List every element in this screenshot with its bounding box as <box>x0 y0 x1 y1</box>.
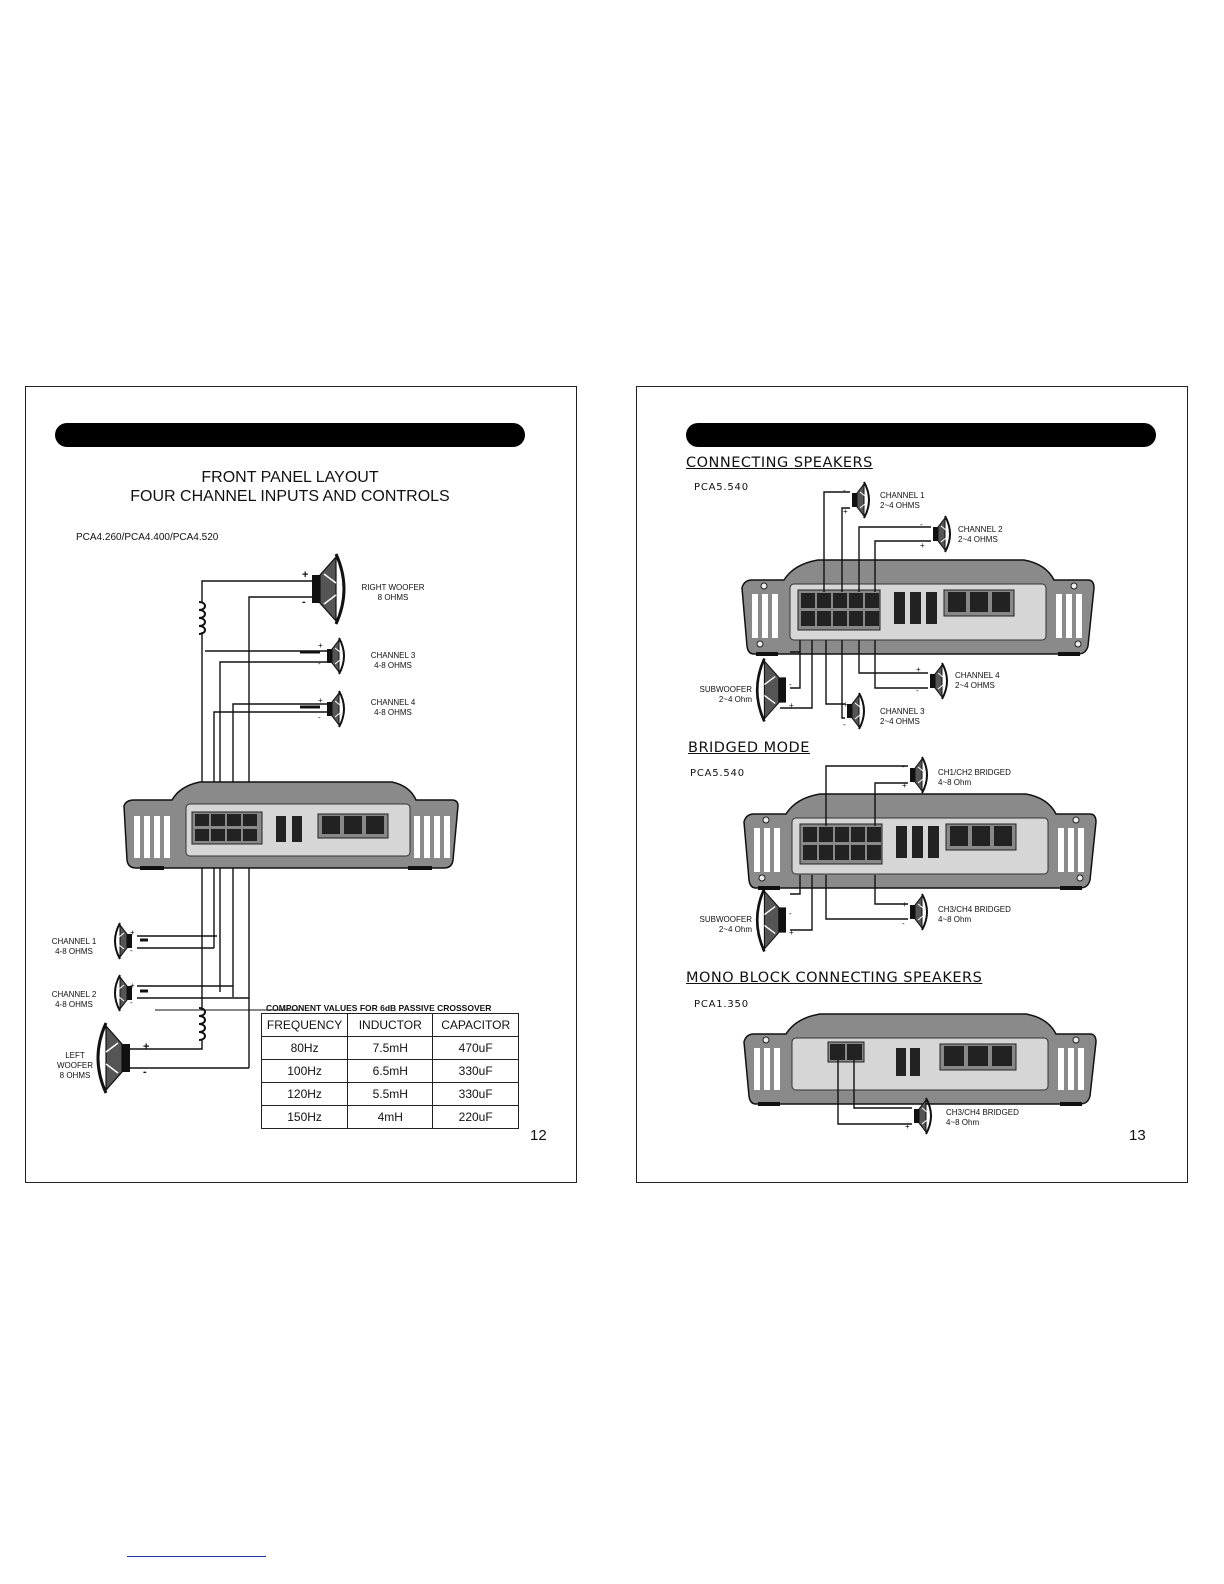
s2-ch34-plus: + <box>902 900 907 909</box>
section3-heading: MONO BLOCK CONNECTING SPEAKERS <box>686 970 983 986</box>
table-row: 80Hz 7.5mH 470uF <box>260 1036 519 1060</box>
crossover-table-caption: COMPONENT VALUES FOR 6dB PASSIVE CROSSOV… <box>266 1003 492 1013</box>
s1-ch4-label: CHANNEL 4 2~4 OHMS <box>955 671 1000 690</box>
ch3-plus: + <box>318 641 323 650</box>
s2-ch12-label: CH1/CH2 BRIDGED 4~8 Ohm <box>938 768 1011 787</box>
ch34-bridged-speaker-icon <box>909 893 928 931</box>
rw-plus: + <box>302 569 309 581</box>
s1-ch3-minus: - <box>843 720 846 729</box>
s1-sub-label: SUBWOOFER 2~4 Ohm <box>699 685 752 704</box>
left-page-number: 12 <box>530 1127 547 1144</box>
ch3-speaker-icon <box>846 692 865 730</box>
s3-minus: - <box>905 1103 908 1112</box>
table-row: 120Hz 5.5mH 330uF <box>260 1082 519 1106</box>
section2-model: PCA5.540 <box>690 768 745 779</box>
channel4-label: CHANNEL 4 4-8 OHMS <box>370 698 416 717</box>
amplifier-bridged-icon <box>743 793 1097 891</box>
lw-minus: - <box>143 1066 147 1078</box>
s1-ch1-plus: + <box>843 507 848 516</box>
left-woofer-label: LEFT WOOFER 8 OHMS <box>57 1051 93 1080</box>
footer-link-line <box>127 1556 266 1557</box>
table-header-row: FREQUENCY INDUCTOR CAPACITOR <box>260 1013 519 1037</box>
rw-minus: - <box>302 596 306 608</box>
table-row: 150Hz 4mH 220uF <box>260 1105 519 1129</box>
s2-ch12-minus: - <box>902 762 905 771</box>
s2-sub-plus: + <box>789 928 794 937</box>
ch3-minus: - <box>318 659 321 668</box>
s1-ch1-label: CHANNEL 1 2~4 OHMS <box>880 491 925 510</box>
amplifier-5ch-icon <box>741 559 1095 657</box>
ch1-minus: - <box>130 946 133 955</box>
crossover-table: FREQUENCY INDUCTOR CAPACITOR 80Hz 7.5mH … <box>260 1013 519 1129</box>
ch2-speaker-icon <box>932 515 951 553</box>
s1-ch4-plus: + <box>916 665 921 674</box>
s1-ch2-minus: - <box>920 520 923 529</box>
left-header-bar <box>55 423 525 447</box>
section2-heading: BRIDGED MODE <box>688 740 810 756</box>
s1-sub-plus: + <box>789 701 794 710</box>
s2-ch34-label: CH3/CH4 BRIDGED 4~8 Ohm <box>938 905 1011 924</box>
ch4-plus: + <box>318 696 323 705</box>
ch1-speaker-icon <box>851 481 870 519</box>
ch2-plus: + <box>130 981 135 990</box>
s1-sub-minus: - <box>789 680 792 689</box>
s1-ch4-minus: - <box>916 686 919 695</box>
s2-ch34-minus: - <box>902 919 905 928</box>
ch4-speaker-icon <box>929 662 948 700</box>
s1-ch2-plus: + <box>920 541 925 550</box>
channel1-label: CHANNEL 1 4-8 OHMS <box>51 937 97 956</box>
section1-heading: CONNECTING SPEAKERS <box>686 455 873 471</box>
right-page-number: 13 <box>1129 1127 1146 1144</box>
subwoofer-speaker-icon <box>755 657 788 723</box>
header-inductor: INDUCTOR <box>347 1013 434 1037</box>
section1-model: PCA5.540 <box>694 482 749 493</box>
right-woofer-label: RIGHT WOOFER 8 OHMS <box>361 583 425 602</box>
s2-sub-minus: - <box>789 909 792 918</box>
s3-ch34-label: CH3/CH4 BRIDGED 4~8 Ohm <box>946 1108 1019 1127</box>
left-models-label: PCA4.260/PCA4.400/PCA4.520 <box>76 532 219 543</box>
left-page-title: FRONT PANEL LAYOUT FOUR CHANNEL INPUTS A… <box>55 468 525 506</box>
ch12-bridged-speaker-icon <box>909 756 928 794</box>
s1-ch1-minus: - <box>843 486 846 495</box>
amplifier-4ch-icon <box>123 781 459 870</box>
s2-ch12-plus: + <box>902 781 907 790</box>
s1-ch3-label: CHANNEL 3 2~4 OHMS <box>880 707 925 726</box>
amplifier-mono-icon <box>743 1013 1097 1107</box>
header-frequency: FREQUENCY <box>260 1013 349 1037</box>
header-capacitor: CAPACITOR <box>432 1013 519 1037</box>
title-line2: FOUR CHANNEL INPUTS AND CONTROLS <box>130 488 450 505</box>
s3-plus: + <box>905 1122 910 1131</box>
ch2-minus: - <box>130 998 133 1007</box>
ch4-minus: - <box>318 713 321 722</box>
channel2-label: CHANNEL 2 4-8 OHMS <box>51 990 97 1009</box>
s2-sub-label: SUBWOOFER 2~4 Ohm <box>699 915 752 934</box>
channel3-label: CHANNEL 3 4-8 OHMS <box>370 651 416 670</box>
right-header-bar <box>686 423 1156 447</box>
section3-model: PCA1.350 <box>694 999 749 1010</box>
subwoofer-bridged-icon <box>755 887 788 953</box>
s1-ch2-label: CHANNEL 2 2~4 OHMS <box>958 525 1003 544</box>
ch1-plus: + <box>130 928 135 937</box>
lw-plus: + <box>143 1041 150 1053</box>
title-line1: FRONT PANEL LAYOUT <box>201 469 379 486</box>
s1-ch3-plus: + <box>843 700 848 709</box>
